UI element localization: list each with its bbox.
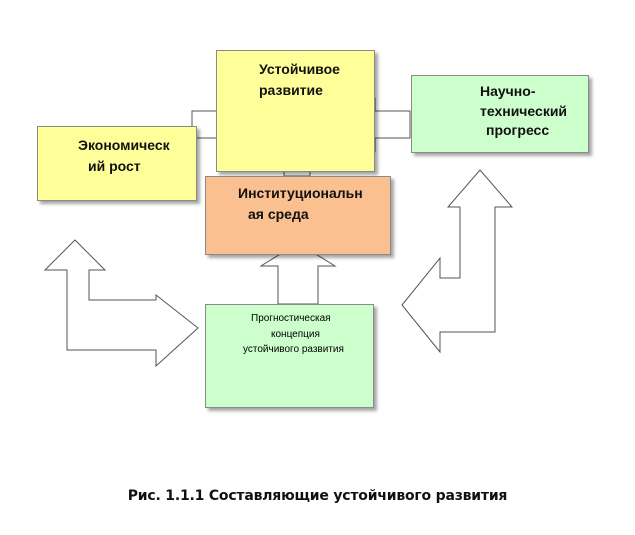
box-prognostic-label: Прогностическая концепция устойчивого ра…	[243, 311, 344, 358]
box-prognostic-line-3: устойчивого развития	[243, 344, 344, 355]
box-prognostic-line-1: Прогностическая	[251, 313, 331, 324]
box-sustainable-line-1: Устойчивое	[259, 61, 340, 77]
box-scientific-line-1: Научно-	[480, 83, 536, 99]
box-sustainable-line-2: развитие	[259, 82, 323, 98]
box-scientific-line-2: технический	[480, 102, 568, 119]
box-institutional-line-2: ая среда	[248, 206, 309, 222]
box-prognostic-concept: Прогностическая концепция устойчивого ра…	[205, 304, 374, 408]
box-institutional-line-1: Институциональн	[238, 185, 363, 201]
box-institutional-environment: Институциональн ая среда	[205, 176, 391, 255]
figure-caption: Рис. 1.1.1 Составляющие устойчивого разв…	[127, 488, 508, 504]
box-scientific-label: Научно- технический прогресс	[480, 82, 567, 141]
box-institutional-label: Институциональн ая среда	[238, 183, 363, 225]
box-prognostic-line-2: концепция	[271, 328, 320, 340]
arrow-right-bent	[401, 169, 514, 354]
box-economic-growth: Экономическ ий рост	[37, 126, 197, 201]
box-economic-line-1: Экономическ	[78, 137, 170, 153]
box-scientific-line-3: прогресс	[486, 122, 550, 139]
box-sustainable-development: Устойчивое развитие	[216, 50, 375, 172]
box-economic-line-2: ий рост	[88, 158, 141, 174]
box-sustainable-label: Устойчивое развитие	[259, 59, 340, 101]
box-scientific-progress: Научно- технический прогресс	[411, 75, 589, 153]
box-economic-growth-label: Экономическ ий рост	[78, 135, 170, 177]
arrow-left-bent	[43, 239, 199, 368]
